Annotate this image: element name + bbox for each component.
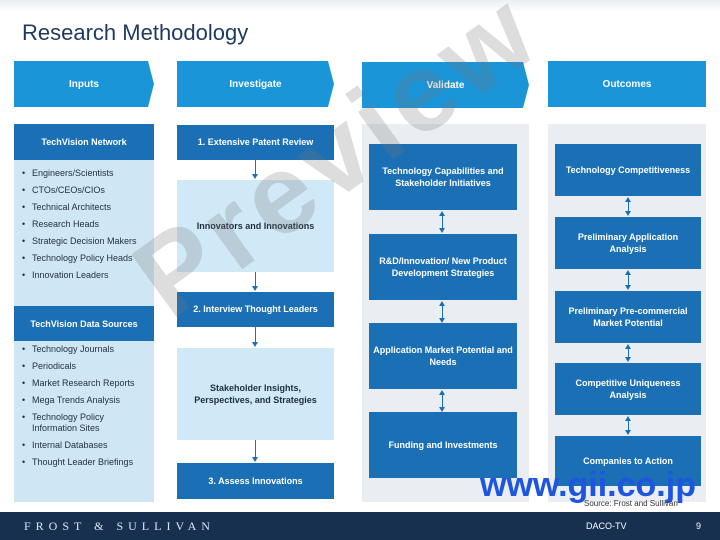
list-item: Thought Leader Briefings — [22, 457, 150, 468]
connector-line — [628, 275, 629, 285]
list-item: Mega Trends Analysis — [22, 395, 150, 406]
list-item: Technology Journals — [22, 344, 150, 355]
arrow-down-icon — [625, 430, 631, 435]
list-item: Engineers/Scientists — [22, 168, 150, 179]
arrow-up-icon — [439, 301, 445, 306]
stakeholder-insights-box: Stakeholder Insights, Perspectives, and … — [177, 348, 334, 440]
connector-line — [628, 349, 629, 357]
brand-logo: FROST & SULLIVAN — [24, 519, 215, 533]
arrow-down-icon — [439, 228, 445, 233]
list-item: CTOs/CEOs/CIOs — [22, 185, 150, 196]
arrow-down-icon — [252, 286, 258, 291]
arrow-down-icon — [252, 457, 258, 462]
arrow-up-icon — [625, 270, 631, 275]
arrow-down-icon — [625, 211, 631, 216]
connector-line — [628, 421, 629, 430]
preliminary-precommercial-box: Preliminary Pre-commercial Market Potent… — [555, 291, 701, 343]
list-item: Research Heads — [22, 219, 150, 230]
patent-review-box: 1. Extensive Patent Review — [177, 125, 334, 160]
connector-line — [255, 160, 256, 174]
arrow-down-icon — [252, 174, 258, 179]
techvision-network-title: TechVision Network — [14, 124, 154, 160]
document-code: DACO-TV — [586, 521, 627, 531]
rnd-strategies-box: R&D/Innovation/ New Product Development … — [369, 234, 517, 300]
tech-competitiveness-box: Technology Competitiveness — [555, 144, 701, 196]
companies-to-action-box: Companies to Action — [555, 436, 701, 486]
list-item: Internal Databases — [22, 440, 150, 451]
list-item: Strategic Decision Makers — [22, 236, 150, 247]
sources-list: Technology Journals Periodicals Market R… — [22, 344, 150, 474]
arrow-down-icon — [625, 285, 631, 290]
header-investigate: Investigate — [177, 61, 334, 107]
list-item: Market Research Reports — [22, 378, 150, 389]
connector-line — [442, 395, 443, 407]
interview-leaders-box: 2. Interview Thought Leaders — [177, 292, 334, 327]
list-item: Technical Architects — [22, 202, 150, 213]
header-outcomes: Outcomes — [548, 61, 706, 107]
innovators-box: Innovators and Innovations — [177, 180, 334, 272]
list-item: Innovation Leaders — [22, 270, 150, 281]
network-list: Engineers/Scientists CTOs/CEOs/CIOs Tech… — [22, 168, 150, 287]
arrow-up-icon — [625, 344, 631, 349]
page-title: Research Methodology — [22, 20, 249, 45]
connector-line — [255, 272, 256, 286]
funding-box: Funding and Investments — [369, 412, 517, 478]
arrow-up-icon — [439, 390, 445, 395]
arrow-down-icon — [439, 318, 445, 323]
list-item: Technology Policy Information Sites — [22, 412, 150, 434]
application-market-box: Application Market Potential and Needs — [369, 323, 517, 389]
connector-line — [628, 202, 629, 211]
tech-capabilities-box: Technology Capabilities and Stakeholder … — [369, 144, 517, 210]
list-item: Periodicals — [22, 361, 150, 372]
connector-line — [255, 440, 256, 457]
arrow-down-icon — [625, 357, 631, 362]
connector-line — [442, 216, 443, 228]
list-item: Technology Policy Heads — [22, 253, 150, 264]
connector-line — [442, 306, 443, 318]
arrow-down-icon — [439, 407, 445, 412]
header-validate: Validate — [362, 62, 529, 108]
arrow-up-icon — [625, 416, 631, 421]
connector-line — [255, 327, 256, 342]
header-inputs: Inputs — [14, 61, 154, 107]
arrow-down-icon — [252, 342, 258, 347]
footer-bar — [0, 512, 720, 540]
arrow-up-icon — [625, 197, 631, 202]
source-note: Source: Frost and Sullivan — [584, 499, 678, 508]
competitive-uniqueness-box: Competitive Uniqueness Analysis — [555, 363, 701, 415]
preliminary-application-box: Preliminary Application Analysis — [555, 217, 701, 269]
assess-innovations-box: 3. Assess Innovations — [177, 463, 334, 499]
page-number: 9 — [696, 521, 702, 531]
techvision-sources-title: TechVision Data Sources — [14, 306, 154, 341]
top-gradient-bar — [0, 0, 720, 12]
gii-watermark: www.gii.co.jp — [480, 466, 696, 504]
arrow-up-icon — [439, 211, 445, 216]
